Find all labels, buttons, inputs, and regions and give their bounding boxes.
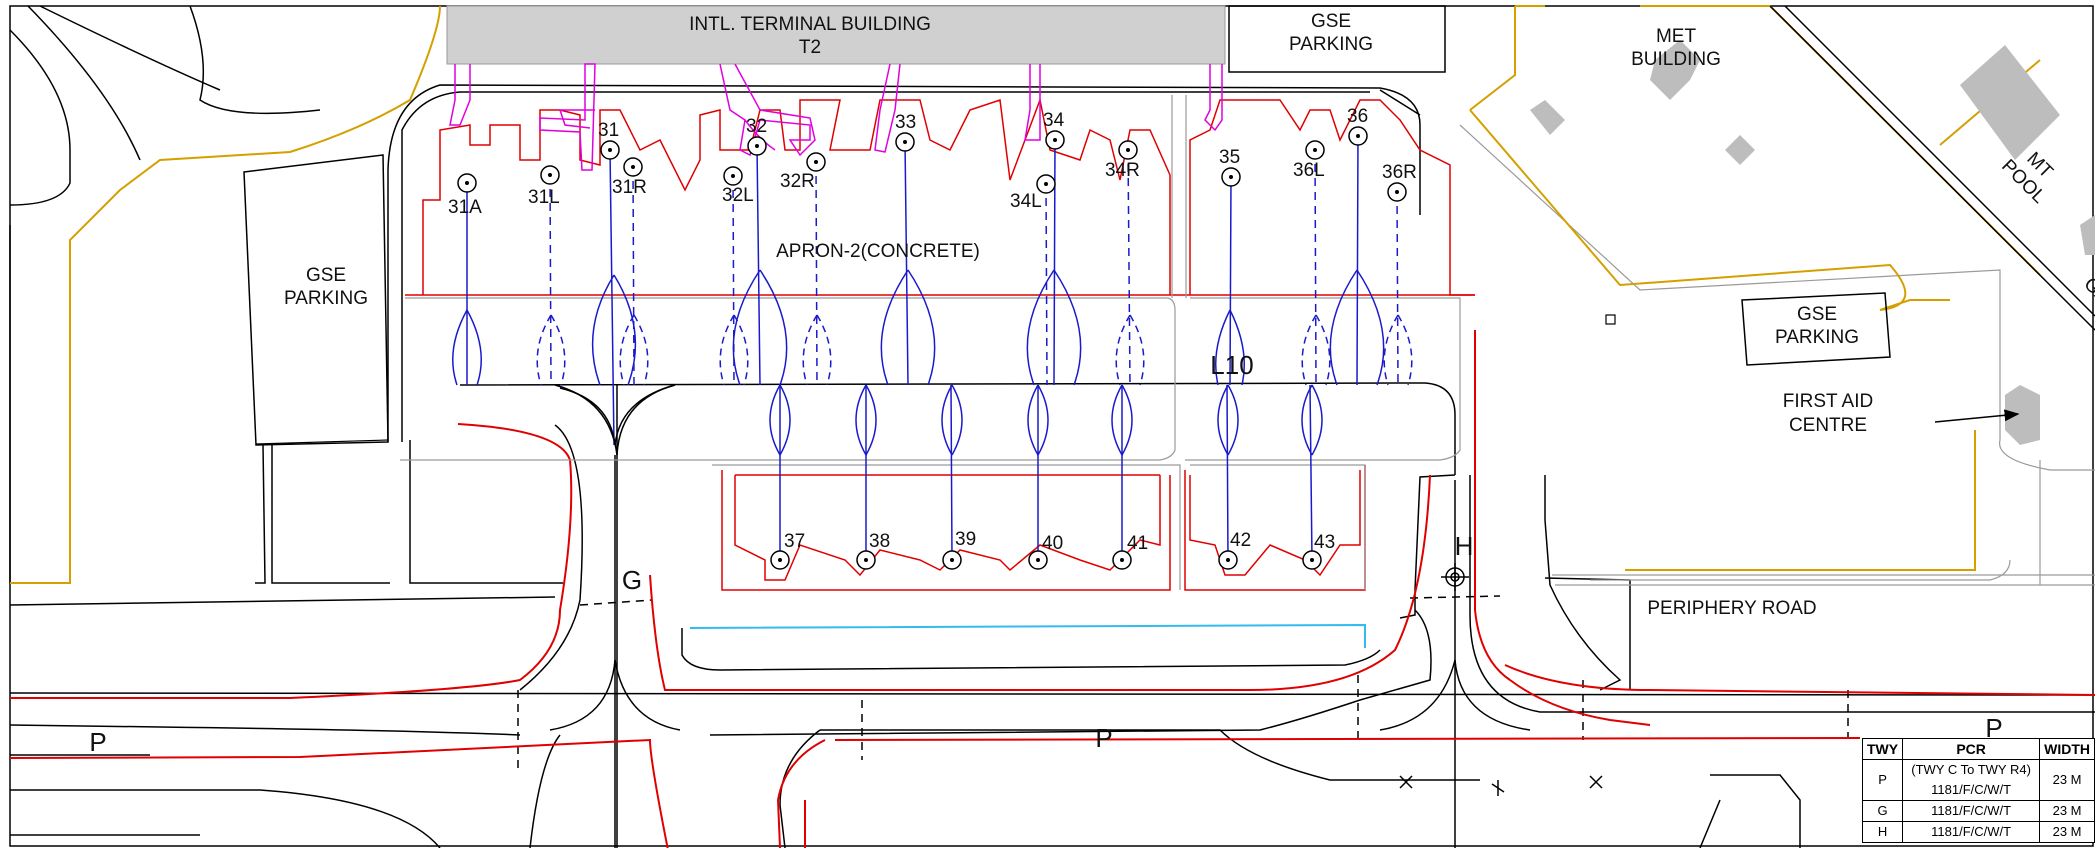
- met-building-shapes: [1530, 40, 2095, 445]
- row-twy-h: H: [1861, 821, 1904, 843]
- stand-31L-label: 31L: [528, 187, 560, 208]
- right-fence: [1469, 5, 2041, 571]
- twy-h-marker: [1441, 563, 1469, 591]
- left-landside-outlines: [9, 5, 563, 584]
- terminal-building: [446, 5, 1226, 65]
- row-pcr-p-line1: (TWY C To TWY R4): [1911, 762, 2031, 777]
- terminal-label-line2: T2: [799, 37, 821, 58]
- periphery-road-label: PERIPHERY ROAD: [1647, 598, 1816, 619]
- stand-32L-label: 32L: [722, 185, 754, 206]
- stand-36R-label: 36R: [1382, 162, 1417, 183]
- col-twy-header: TWY: [1861, 738, 1904, 760]
- gse-parking-top-line2: PARKING: [1289, 34, 1373, 55]
- stand-markers: [457, 126, 1407, 570]
- stand-41-label: 41: [1127, 533, 1148, 554]
- red-stand-outlines-bottom: [721, 465, 1366, 591]
- lead-in-dashed: [549, 149, 1399, 386]
- boarding-bridges: [449, 63, 1223, 171]
- row-pcr-p: (TWY C To TWY R4) 1181/F/C/W/T: [1902, 759, 2041, 801]
- terminal-label-line1: INTL. TERMINAL BUILDING: [689, 14, 931, 35]
- table-header-row: TWY PCR WIDTH: [1861, 738, 2095, 760]
- apron-label: APRON-2(CONCRETE): [776, 241, 980, 262]
- stand-35-label: 35: [1219, 147, 1240, 168]
- gse-parking-right-line1: GSE: [1797, 304, 1837, 325]
- first-aid-arrow: [1934, 409, 2020, 423]
- met-building-line2: BUILDING: [1631, 49, 1721, 70]
- stand-40-label: 40: [1042, 533, 1063, 554]
- row-twy-g: G: [1861, 800, 1904, 822]
- apron-outline: [9, 84, 2095, 848]
- grey-service-lines: [400, 95, 2095, 590]
- stand-31A-label: 31A: [448, 197, 482, 218]
- stand-33-label: 33: [895, 112, 916, 133]
- stand-38-label: 38: [869, 531, 890, 552]
- first-aid-line1: FIRST AID: [1783, 391, 1873, 412]
- stand-32-label: 32: [746, 116, 767, 137]
- gse-parking-left-line2: PARKING: [284, 288, 368, 309]
- stand-31-label: 31: [598, 120, 619, 141]
- row-pcr-h: 1181/F/C/W/T: [1902, 821, 2041, 843]
- row-width-h: 23 M: [2039, 821, 2095, 843]
- table-row: P (TWY C To TWY R4) 1181/F/C/W/T 23 M: [1861, 759, 2095, 801]
- stand-43-label: 43: [1314, 532, 1335, 553]
- first-aid-line2: CENTRE: [1789, 415, 1867, 436]
- twy-h-label: H: [1455, 531, 1474, 561]
- gse-parking-right-line2: PARKING: [1775, 327, 1859, 348]
- col-pcr-header: PCR: [1902, 738, 2041, 760]
- lead-in-solid: [466, 135, 1359, 561]
- row-twy-p: P: [1861, 759, 1904, 801]
- stand-34R-label: 34R: [1105, 160, 1140, 181]
- stand-32R-label: 32R: [780, 171, 815, 192]
- met-building-line1: MET: [1656, 26, 1697, 47]
- holding-lines: [517, 595, 1849, 770]
- taxiway-centre-lines: [549, 455, 1531, 848]
- small-box: [1605, 314, 1616, 325]
- stand-36-label: 36: [1347, 106, 1368, 127]
- stand-31R-label: 31R: [612, 177, 647, 198]
- stand-42-label: 42: [1230, 530, 1251, 551]
- stand-37-label: 37: [784, 531, 805, 552]
- twy-p-left-label: P: [89, 727, 106, 757]
- twy-g-label: G: [622, 565, 642, 595]
- left-fence: [10, 5, 441, 584]
- col-width-header: WIDTH: [2039, 738, 2095, 760]
- rail-lines: [1769, 5, 2095, 331]
- stand-34-label: 34: [1043, 110, 1065, 131]
- table-row: H 1181/F/C/W/T 23 M: [1861, 821, 2095, 843]
- taxilane-l10-label: L10: [1210, 350, 1253, 380]
- table-row: G 1181/F/C/W/T 23 M: [1861, 800, 2095, 822]
- cross-markers: [1399, 775, 1603, 796]
- twy-p-mid-label: P: [1095, 723, 1112, 753]
- row-width-p: 23 M: [2039, 759, 2095, 801]
- gse-parking-top: [1228, 5, 1446, 73]
- row-pcr-p-line2: 1181/F/C/W/T: [1931, 782, 2012, 797]
- twy-g-junction: [559, 384, 676, 446]
- row-pcr-g: 1181/F/C/W/T: [1902, 800, 2041, 822]
- stand-marker-dots: [465, 134, 1399, 562]
- stand-36L-label: 36L: [1293, 160, 1325, 181]
- stand-34L-label: 34L: [1010, 191, 1042, 212]
- lead-in-lenses-solid: [452, 269, 1385, 456]
- twy-pcr-table: TWY PCR WIDTH P (TWY C To TWY R4) 1181/F…: [1861, 738, 2095, 843]
- twy-p-right-label: P: [1985, 713, 2002, 743]
- lead-in-lenses-dashed: [536, 314, 1413, 386]
- row-width-g: 23 M: [2039, 800, 2095, 822]
- gse-parking-right: [1741, 292, 1891, 366]
- gse-parking-top-line1: GSE: [1311, 11, 1351, 32]
- stand-39-label: 39: [955, 529, 976, 550]
- gse-parking-left-line1: GSE: [306, 265, 346, 286]
- red-edge-lines: [9, 330, 2095, 848]
- cyan-drain: [689, 623, 1366, 648]
